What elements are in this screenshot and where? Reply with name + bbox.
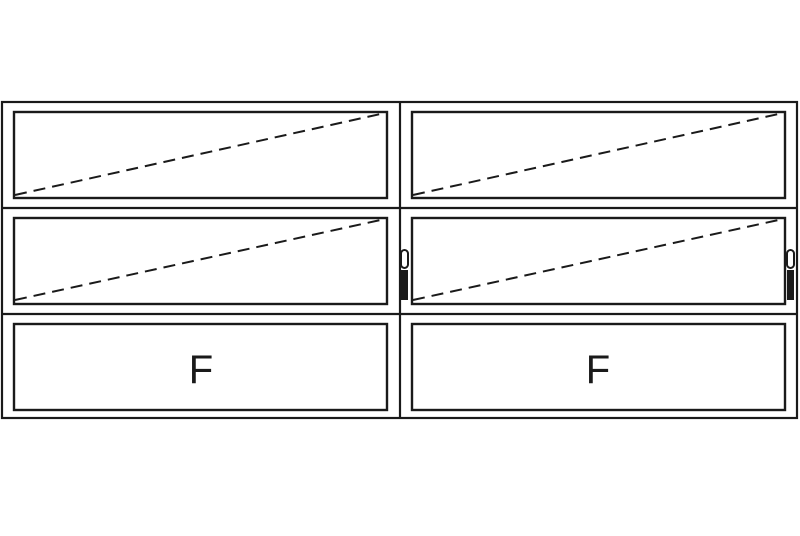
opening-indicator: [14, 218, 386, 301]
sash-frame: [12, 110, 389, 200]
opening-indicator: [412, 218, 784, 301]
sash-frame: [410, 322, 787, 412]
pane-row1-left: [12, 110, 389, 200]
pane-row3-left: F: [12, 322, 389, 412]
sash-frame: [12, 216, 389, 306]
pane-row2-left: [12, 216, 389, 306]
pane-row1-right: [410, 110, 787, 200]
sash-frame: [410, 216, 787, 306]
fixed-pane-label: F: [189, 348, 213, 392]
opening-indicator: [14, 112, 386, 196]
window-handle-icon: [786, 249, 795, 300]
opening-indicator: [412, 112, 784, 196]
sash-frame: [410, 110, 787, 200]
pane-row3-right: F: [410, 322, 787, 412]
sash-frame: [12, 322, 389, 412]
pane-row2-right: [410, 216, 787, 306]
window-handle-icon: [400, 249, 409, 300]
fixed-pane-label: F: [586, 348, 610, 392]
